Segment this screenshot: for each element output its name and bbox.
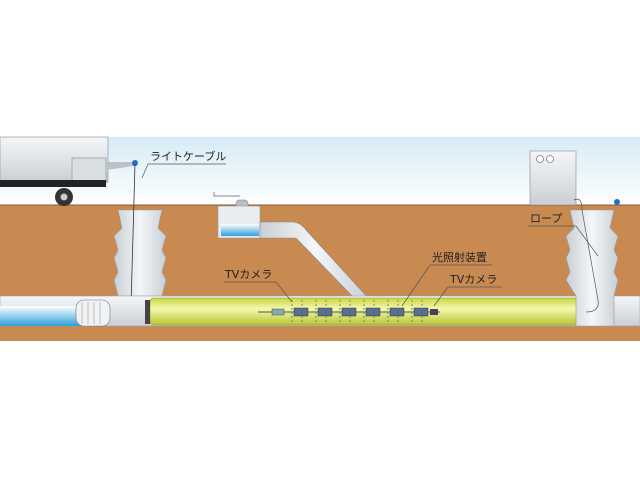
light-irradiation-train <box>258 300 440 324</box>
rope <box>573 198 599 313</box>
label-light-irradiation-device: 光照射装置 <box>432 250 487 264</box>
pipe-plug <box>75 299 111 327</box>
lateral-inlet <box>213 192 371 301</box>
label-tv-camera-left: TVカメラ <box>224 268 272 281</box>
left-manhole <box>113 209 167 297</box>
control-unit <box>529 150 620 206</box>
label-rope: ロープ <box>530 212 562 225</box>
cable-truck <box>0 136 138 206</box>
label-light-cable: ライトケーブル <box>150 149 226 163</box>
label-tv-camera-right: TVカメラ <box>449 273 497 286</box>
